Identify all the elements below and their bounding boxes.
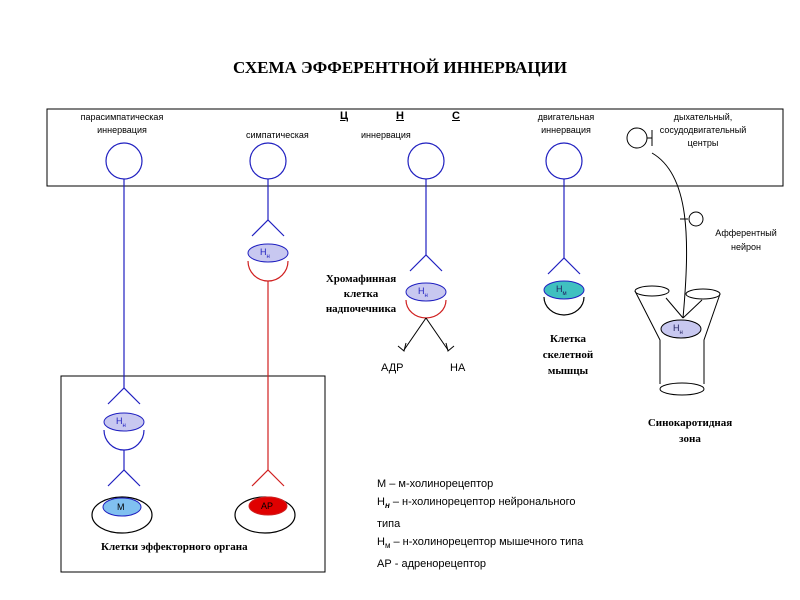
carotid-branch-right xyxy=(685,288,721,300)
chromaffin-cell xyxy=(405,299,447,319)
respiratory-center-neuron xyxy=(626,127,648,149)
hn-label-chromaffin: Нн xyxy=(418,286,428,299)
m-receptor xyxy=(102,497,142,517)
adrenal-preganglionic-neuron xyxy=(407,142,445,180)
afferent-label: Афферентный нейрон xyxy=(715,228,777,252)
sympathetic-ganglion-synapse xyxy=(251,219,285,237)
carotid-walls xyxy=(634,290,721,384)
motor-neuron xyxy=(545,142,583,180)
hm-label: Нм xyxy=(556,284,567,297)
legend-ar: АР - адренорецептор xyxy=(377,558,487,571)
cns-box xyxy=(46,108,784,187)
neuromuscular-synapse xyxy=(547,257,581,275)
effector-label: Клетки эффекторного органа xyxy=(101,541,248,553)
na-label: НА xyxy=(450,362,466,374)
hn-receptor-chromaffin xyxy=(405,282,447,302)
legend-hn: Нн – н-холинорецептор нейронального xyxy=(377,496,576,511)
carotid-branch-left xyxy=(634,285,670,297)
hn-label-sympathetic: Нн xyxy=(260,247,270,260)
legend-m: М – м-холинорецептор xyxy=(377,478,494,490)
ar-receptor xyxy=(248,496,288,516)
ganglion-cell-body xyxy=(103,429,145,451)
skeletal-muscle-cell xyxy=(543,296,585,316)
parasympathetic-ganglion-synapse xyxy=(107,387,141,405)
adr-release-arrow xyxy=(403,317,427,351)
hn-label-parasympathetic: Нн xyxy=(116,416,126,429)
adr-label: АДР xyxy=(381,362,404,374)
sinocarotid-label: Синокаротидная зона xyxy=(647,417,733,445)
effector-box xyxy=(60,375,326,573)
adrenal-synapse xyxy=(409,254,443,272)
skeletal-muscle-label: Клетка скелетной мышцы xyxy=(542,333,594,377)
sympathetic-label: симпатическая xyxy=(246,130,309,140)
sympathetic-neuron xyxy=(249,142,287,180)
hn-receptor-sympathetic xyxy=(247,243,289,263)
respiratory-label: дыхательный, сосудодвигательный центры xyxy=(659,112,747,148)
na-release-arrow xyxy=(425,317,449,351)
legend-hm: Нм – н-холинорецептор мышечного типа xyxy=(377,536,584,551)
parasympathetic-effector-synapse xyxy=(107,469,141,487)
ar-receptor-label: АР xyxy=(261,501,274,511)
motor-label: двигательная иннервация xyxy=(537,112,595,135)
legend: М – м-холинорецептор Нн – н-холинорецепт… xyxy=(377,475,583,573)
afferent-neuron-body xyxy=(688,211,704,227)
sympathetic-effector-synapse xyxy=(251,469,285,487)
chromaffin-label: Хромафинная клетка надпочечника xyxy=(325,273,397,315)
hn-receptor-parasympathetic xyxy=(103,412,145,432)
hm-receptor xyxy=(543,280,585,300)
sympathetic-ganglion-cell xyxy=(247,260,289,282)
hn-label-sinocarotid: Нн xyxy=(673,323,683,336)
afferent-fiber xyxy=(651,152,688,319)
hn-receptor-sinocarotid xyxy=(660,319,702,339)
common-carotid xyxy=(659,382,705,396)
innervation-label: иннервация xyxy=(361,130,411,140)
parasympathetic-neuron xyxy=(105,142,143,180)
parasympathetic-label: парасимпатическая иннервация xyxy=(80,112,164,135)
m-receptor-label: М xyxy=(117,502,125,512)
page-title: СХЕМА ЭФФЕРЕНТНОЙ ИННЕРВАЦИИ xyxy=(233,58,567,77)
legend-hn-type: типа xyxy=(377,518,401,531)
